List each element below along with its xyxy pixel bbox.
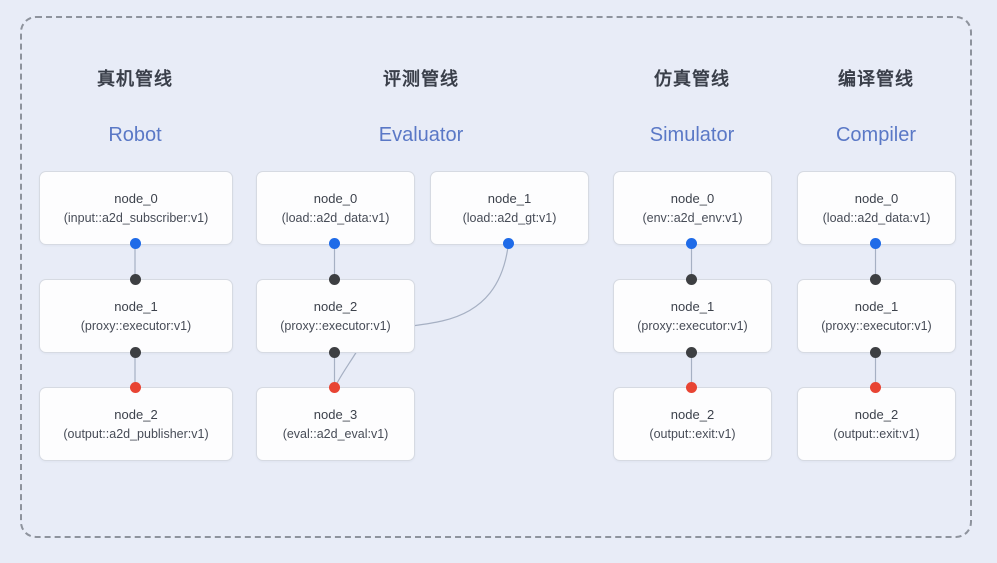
compiler-node-1: node_1 (proxy::executor:v1) — [797, 279, 956, 353]
node-type: (env::a2d_env:v1) — [642, 210, 743, 225]
node-type: (load::a2d_data:v1) — [822, 210, 931, 225]
node-type: (proxy::executor:v1) — [80, 318, 192, 333]
robot-title-zh: 真机管线 — [97, 69, 173, 89]
node-type: (output::exit:v1) — [649, 426, 736, 441]
node-name: node_1 — [487, 190, 532, 206]
evaluator-node3-input-port-dot — [329, 381, 340, 393]
node-name: node_3 — [313, 406, 358, 422]
simulator-node-1: node_1 (proxy::executor:v1) — [613, 279, 772, 353]
robot-node1-input-port-dot — [129, 273, 141, 285]
evaluator-node0-output-port-dot — [329, 237, 340, 249]
robot-node2-input-port-dot — [129, 381, 141, 393]
robot-node1-output-port-dot — [129, 346, 141, 358]
node-type: (proxy::executor:v1) — [637, 318, 748, 333]
node-name: node_1 — [670, 298, 715, 314]
simulator-node2-input-port-dot — [686, 381, 697, 393]
node-name: node_0 — [854, 190, 899, 206]
node-name: node_2 — [114, 406, 158, 422]
simulator-node0-output-port-dot — [686, 237, 697, 249]
node-type: (load::a2d_gt:v1) — [462, 210, 557, 225]
node-type: (load::a2d_data:v1) — [281, 210, 390, 225]
evaluator-node-2: node_2 (proxy::executor:v1) — [256, 279, 415, 353]
compiler-title-en: Compiler — [835, 124, 917, 146]
robot-node0-output-port-dot — [129, 237, 141, 249]
node-name: node_0 — [114, 190, 158, 206]
compiler-node2-input-port-dot — [870, 381, 881, 393]
compiler-node-0: node_0 (load::a2d_data:v1) — [797, 171, 956, 245]
robot-node-1: node_1 (proxy::executor:v1) — [39, 279, 233, 353]
simulator-node-0: node_0 (env::a2d_env:v1) — [613, 171, 772, 245]
node-name: node_1 — [854, 298, 899, 314]
node-name: node_2 — [670, 406, 715, 422]
evaluator-node2-output-port-dot — [329, 346, 340, 358]
simulator-node1-input-port-dot — [686, 273, 697, 285]
node-type: (eval::a2d_eval:v1) — [282, 426, 389, 441]
node-name: node_0 — [313, 190, 358, 206]
node-type: (input::a2d_subscriber:v1) — [63, 210, 209, 225]
compiler-title-zh: 编译管线 — [838, 69, 914, 89]
evaluator-node2-input-port-dot — [329, 273, 340, 285]
node-name: node_1 — [114, 298, 158, 314]
robot-node-2: node_2 (output::a2d_publisher:v1) — [39, 387, 233, 461]
simulator-title-en: Simulator — [649, 124, 735, 146]
dashed-frame — [20, 16, 972, 538]
compiler-node1-output-port-dot — [870, 346, 881, 358]
node-type: (output::a2d_publisher:v1) — [63, 426, 209, 441]
evaluator-node1-output-port-dot — [503, 237, 514, 249]
node-name: node_0 — [670, 190, 715, 206]
node-type: (output::exit:v1) — [833, 426, 920, 441]
node-name: node_2 — [854, 406, 899, 422]
robot-title-en: Robot — [108, 124, 162, 146]
evaluator-node-0: node_0 (load::a2d_data:v1) — [256, 171, 415, 245]
evaluator-title-zh: 评测管线 — [383, 69, 459, 89]
simulator-title-zh: 仿真管线 — [654, 69, 730, 89]
compiler-node0-output-port-dot — [870, 237, 881, 249]
simulator-node-2: node_2 (output::exit:v1) — [613, 387, 772, 461]
compiler-node-2: node_2 (output::exit:v1) — [797, 387, 956, 461]
evaluator-title-en: Evaluator — [378, 124, 464, 146]
evaluator-node-1: node_1 (load::a2d_gt:v1) — [430, 171, 589, 245]
compiler-node1-input-port-dot — [870, 273, 881, 285]
node-type: (proxy::executor:v1) — [280, 318, 391, 333]
evaluator-node-3: node_3 (eval::a2d_eval:v1) — [256, 387, 415, 461]
robot-node-0: node_0 (input::a2d_subscriber:v1) — [39, 171, 233, 245]
node-name: node_2 — [313, 298, 358, 314]
node-type: (proxy::executor:v1) — [821, 318, 932, 333]
simulator-node1-output-port-dot — [686, 346, 697, 358]
